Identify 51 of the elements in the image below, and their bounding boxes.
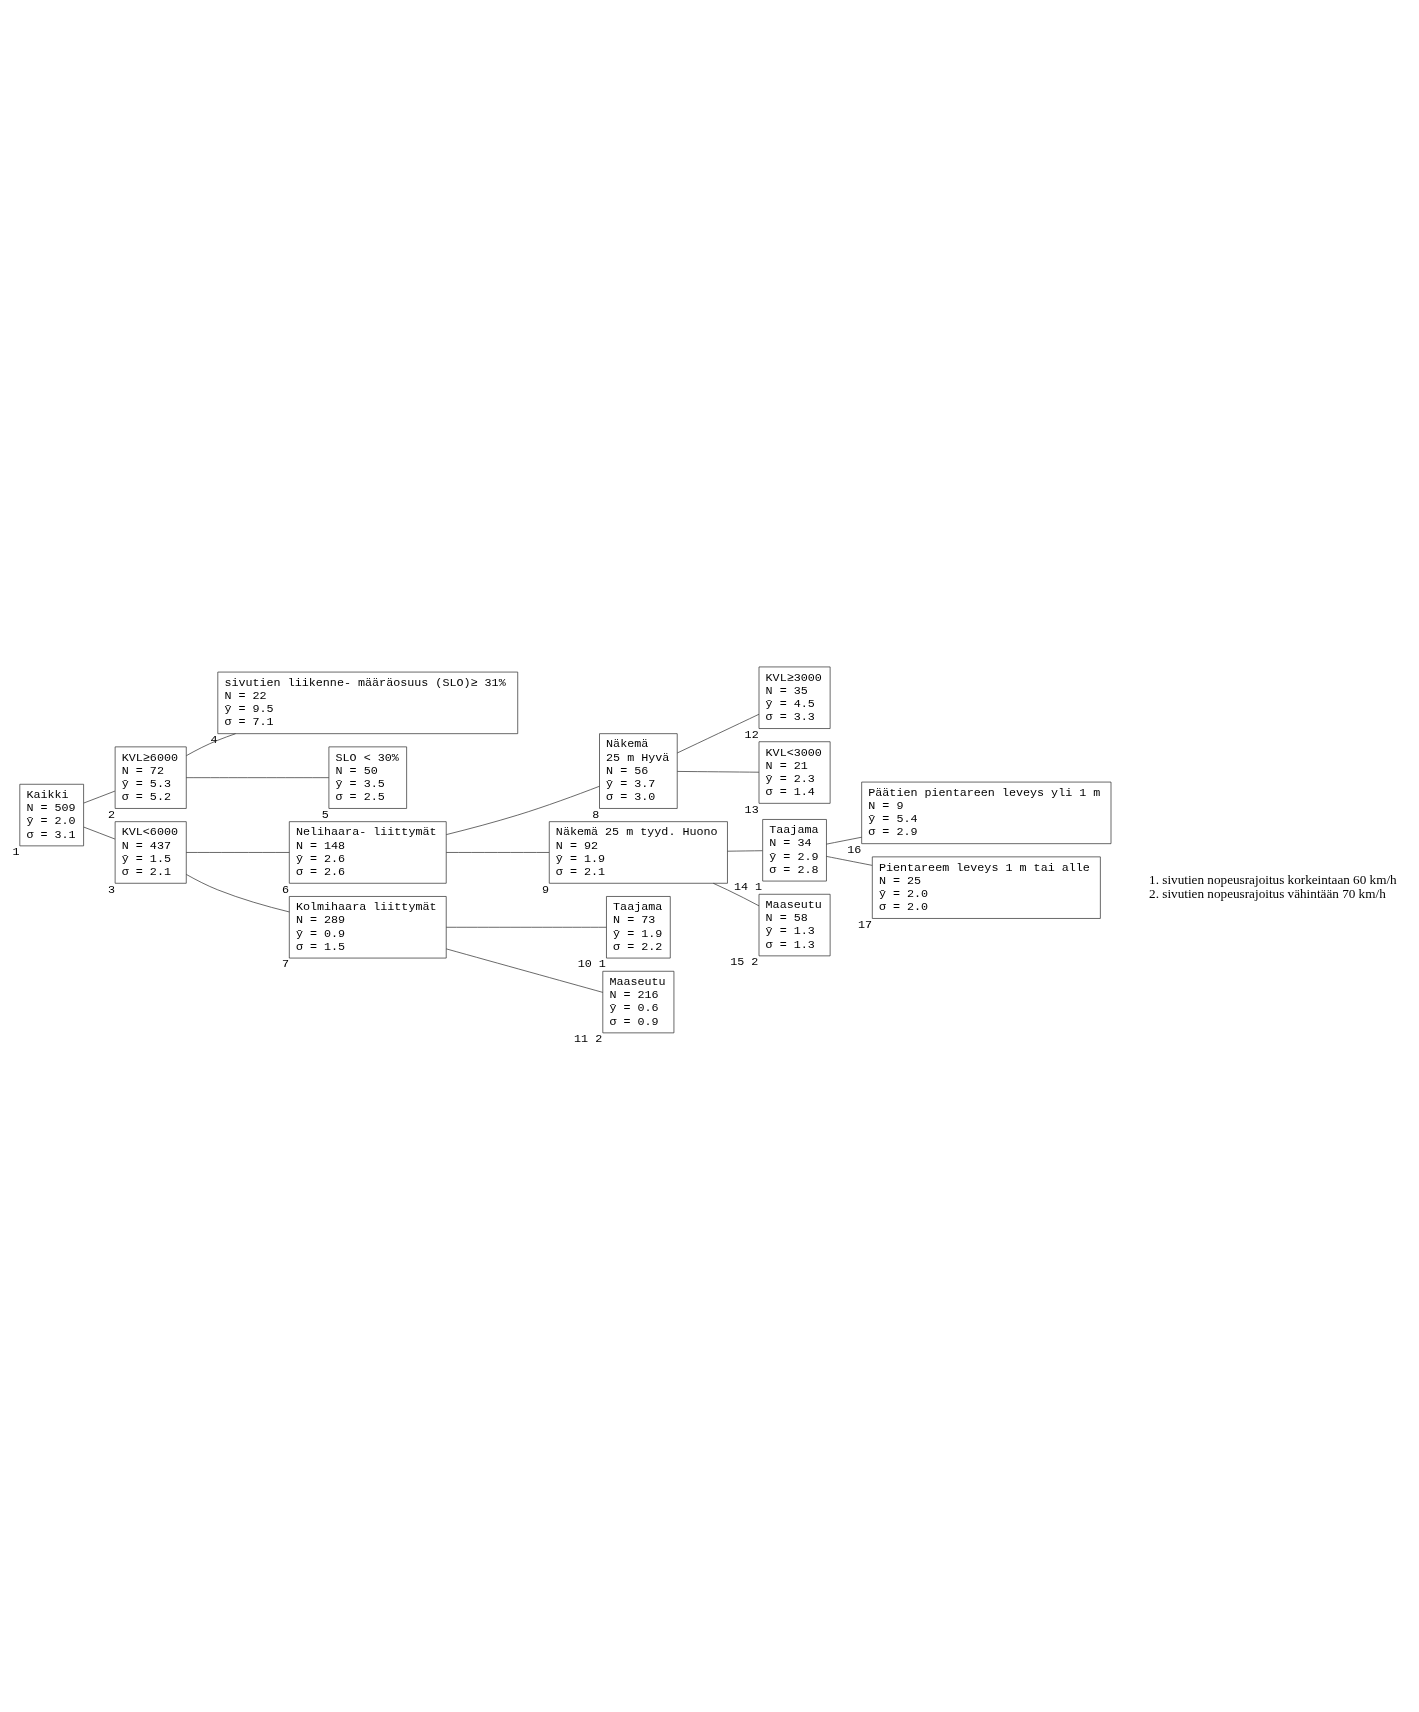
connector	[445, 926, 607, 928]
connector	[186, 732, 236, 756]
node-box: Taajama N = 34 ȳ = 2.9 σ = 2.8	[762, 818, 827, 881]
node-label: 5	[321, 807, 329, 822]
node-label: 17	[857, 917, 873, 932]
connector	[83, 790, 116, 803]
node-label: 14 1	[733, 879, 763, 894]
node-box: Kolmihaara liittymät N = 289 ȳ = 0.9 σ = 1.5	[288, 895, 447, 958]
connector	[677, 713, 760, 753]
connector	[826, 855, 873, 866]
connector	[185, 851, 290, 853]
node-box: Näkemä 25 m tyyd. Huono N = 92 ȳ = 1.9 σ = 2.1	[548, 820, 728, 884]
node-label: 13	[744, 802, 759, 817]
node-box: Kaikki N = 509 ȳ = 2.0 σ = 3.1	[19, 783, 84, 846]
node-box: Pientareem leveys 1 m tai alle N = 25 ȳ = 2.0 σ = 2.0	[871, 856, 1101, 919]
connector	[186, 873, 290, 912]
node-box: Päätien pientareen leveys yli 1 m N = 9 ȳ = 5.4 σ = 2.9	[861, 781, 1112, 844]
connector	[83, 826, 116, 839]
node-label: 15 2	[730, 954, 759, 969]
connector	[712, 882, 760, 906]
node-box: Nelihaara- liittymät N = 148 ȳ = 2.6 σ = 2.6	[288, 820, 447, 884]
connector	[677, 770, 760, 773]
node-label: 16	[847, 842, 862, 857]
connector	[826, 836, 862, 844]
connector	[185, 776, 330, 778]
node-box: Taajama N = 73 ȳ = 1.9 σ = 2.2	[606, 895, 671, 958]
node-box: KVL≥3000 N = 35 ȳ = 4.5 σ = 3.3	[758, 666, 831, 729]
connector	[445, 948, 604, 993]
node-label: 2	[107, 807, 115, 822]
connector	[727, 849, 763, 852]
node-label: 10 1	[577, 956, 606, 971]
node-box: Maaseutu N = 58 ȳ = 1.3 σ = 1.3	[758, 893, 831, 956]
node-box: Maaseutu N = 216 ȳ = 0.6 σ = 0.9	[602, 970, 675, 1033]
node-box: sivutien liikenne- määräosuus (SLO)≥ 31% N = 22 ȳ = 9.5 σ = 7.1	[217, 671, 519, 734]
node-box: KVL<3000 N = 21 ȳ = 2.3 σ = 1.4	[758, 740, 831, 804]
node-label: 6	[282, 882, 290, 897]
node-label: 1	[12, 844, 20, 859]
label: 1. sivutien nopeusrajoitus korkeintaan 60 km/h	[1149, 871, 1397, 887]
node-label: 3	[107, 882, 115, 897]
node-label: 7	[282, 956, 290, 971]
connector	[446, 785, 600, 835]
node-label: 11 2	[574, 1031, 603, 1046]
connector	[445, 851, 550, 853]
node-box: KVL≥6000 N = 72 ȳ = 5.3 σ = 5.2	[114, 746, 187, 809]
node-box: KVL<6000 N = 437 ȳ = 1.5 σ = 2.1	[114, 820, 187, 884]
node-label: 8	[592, 807, 600, 822]
node-label: 4	[210, 732, 218, 747]
node-box: Näkemä 25 m Hyvä N = 56 ȳ = 3.7 σ = 3.0	[599, 732, 678, 809]
node-label: 12	[744, 727, 759, 742]
node-box: SLO < 30% N = 50 ȳ = 3.5 σ = 2.5	[328, 746, 407, 809]
node-label: 9	[542, 882, 550, 897]
